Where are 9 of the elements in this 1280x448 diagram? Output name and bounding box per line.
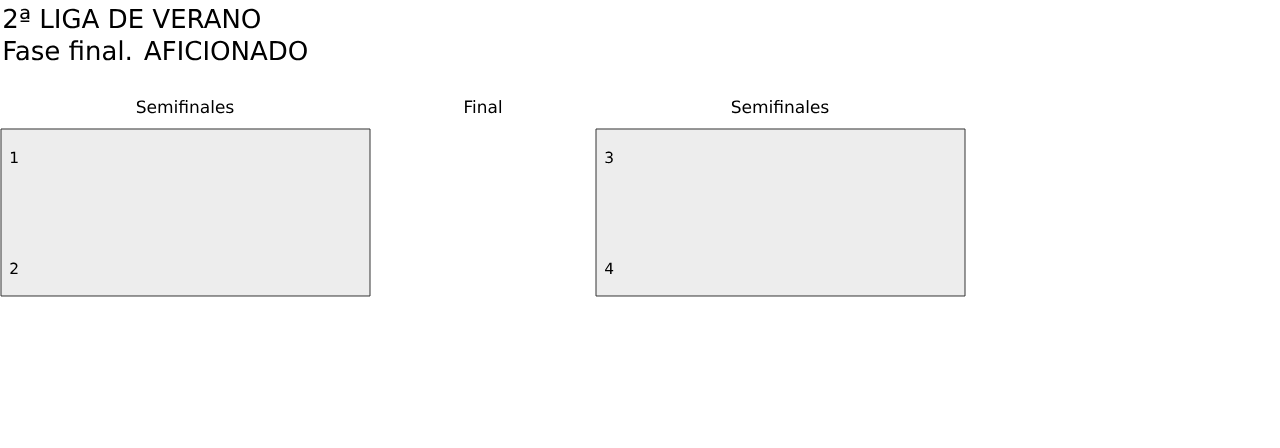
title: 2ª LIGA DE VERANO bbox=[4, 8, 260, 29]
column-heading: Semifinales bbox=[136, 100, 234, 114]
column-heading: Final bbox=[465, 100, 502, 114]
column-heading: Semifinales bbox=[731, 100, 829, 114]
seed-number: 1 bbox=[11, 151, 18, 163]
seed-number: 3 bbox=[605, 151, 613, 164]
seed-number: 4 bbox=[605, 262, 614, 274]
subtitle: Fase final. AFICIONADO bbox=[4, 40, 307, 61]
seed-number: 2 bbox=[10, 262, 18, 274]
